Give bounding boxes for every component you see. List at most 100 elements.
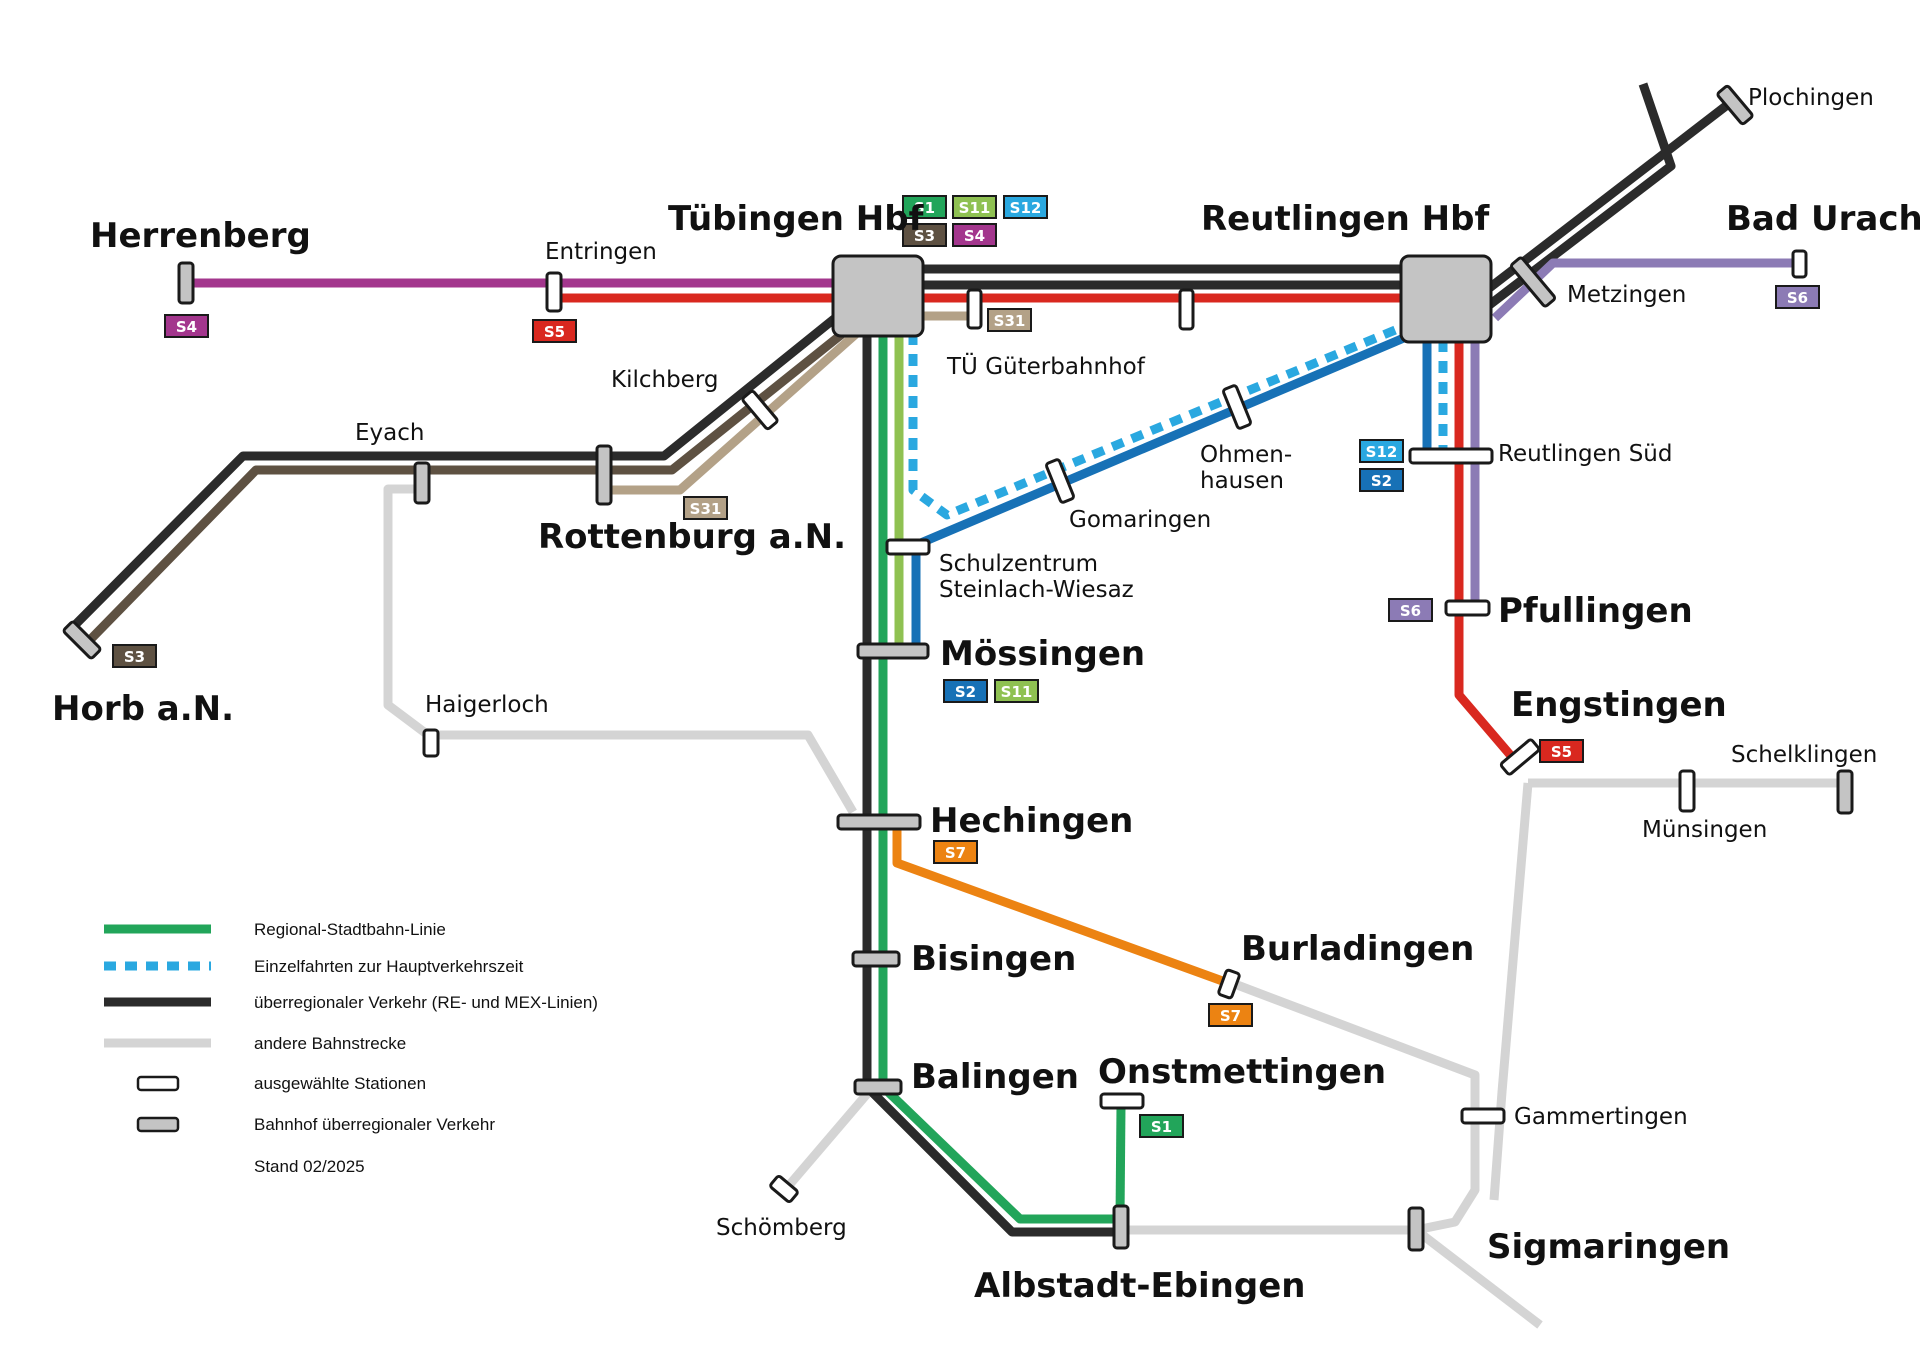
label-schulzentrum-1: Schulzentrum	[939, 551, 1098, 577]
badge-s6-pfullingen: S6	[1388, 598, 1433, 622]
line-s2-moessingen-reutlingen	[911, 327, 1420, 652]
label-kilchberg: Kilchberg	[611, 367, 719, 393]
marker-bisingen[interactable]	[851, 950, 901, 968]
svg-text:S6: S6	[1400, 602, 1421, 620]
line-s6-metzingen-bad-urach	[1491, 258, 1797, 322]
line-sigmaringen-se	[1413, 1226, 1543, 1329]
line-badges: S1 S11 S12 S3 S4 S4 S5 S31 S6 S31 S3 S12…	[112, 195, 1820, 1138]
line-eyach-haigerloch-hechingen	[383, 484, 857, 815]
marker-muensingen[interactable]	[1678, 769, 1696, 813]
line-s5-reutlingen-engstingen	[1454, 340, 1516, 760]
line-reutlingen-plochingen-1	[1485, 95, 1738, 293]
marker-engstingen[interactable]	[1499, 738, 1541, 776]
badge-s5-engstingen: S5	[1539, 739, 1584, 763]
svg-text:S5: S5	[1551, 743, 1572, 761]
label-plochingen: Plochingen	[1748, 85, 1874, 111]
marker-tue-gueterbahnhof[interactable]	[966, 288, 983, 330]
marker-sigmaringen[interactable]	[1407, 1206, 1425, 1252]
label-hechingen: Hechingen	[930, 801, 1133, 841]
marker-moessingen[interactable]	[856, 642, 930, 660]
marker-schelklingen[interactable]	[1836, 769, 1854, 815]
line-s1-onstmettingen	[1115, 1105, 1126, 1220]
label-rottenburg: Rottenburg a.N.	[538, 517, 846, 557]
marker-entringen[interactable]	[545, 271, 563, 313]
label-schulzentrum-2: Steinlach-Wiesaz	[939, 577, 1134, 603]
marker-gammertingen[interactable]	[1460, 1107, 1506, 1125]
marker-haigerloch[interactable]	[422, 728, 440, 758]
station-hub-reutlingen[interactable]	[1399, 254, 1493, 344]
label-ohmenhausen-1: Ohmen-	[1200, 442, 1292, 468]
marker-ohmenhausen[interactable]	[1222, 384, 1252, 430]
badge-s6-bad-urach: S6	[1775, 285, 1820, 309]
marker-bad-urach[interactable]	[1791, 249, 1808, 279]
marker-plochingen[interactable]	[1716, 84, 1754, 126]
legend: Regional-Stadtbahn-Linie Einzelfahrten z…	[104, 920, 598, 1176]
label-balingen: Balingen	[911, 1057, 1079, 1097]
marker-balingen[interactable]	[853, 1078, 903, 1096]
marker-metzingen[interactable]	[1510, 256, 1556, 308]
marker-tuebingen-reutlingen-mid[interactable]	[1178, 288, 1195, 331]
line-s1-tuebingen-albstadt	[878, 335, 1120, 1224]
line-engstingen-gammertingen	[1489, 782, 1533, 1201]
legend-label-station: ausgewählte Stationen	[254, 1074, 426, 1093]
label-albstadt: Albstadt-Ebingen	[974, 1266, 1305, 1306]
label-tue-gueterbahnhof: TÜ Güterbahnhof	[946, 352, 1146, 380]
marker-rottenburg[interactable]	[595, 444, 613, 506]
label-horb: Horb a.N.	[52, 689, 234, 729]
line-rottenburg-tuebingen-s31	[605, 313, 878, 495]
badge-s7-burladingen: S7	[1208, 1003, 1253, 1027]
label-bad-urach: Bad Urach	[1726, 199, 1920, 239]
svg-text:S11: S11	[959, 199, 991, 217]
legend-label-hub: Bahnhof überregionaler Verkehr	[254, 1115, 495, 1134]
marker-horb[interactable]	[62, 620, 102, 660]
marker-schulzentrum[interactable]	[885, 538, 931, 556]
svg-text:S2: S2	[1371, 472, 1392, 490]
svg-text:S5: S5	[544, 323, 565, 341]
badge-s5-entringen: S5	[532, 319, 577, 343]
label-reutlingen-sued: Reutlingen Süd	[1498, 441, 1672, 467]
svg-text:S31: S31	[994, 312, 1026, 330]
svg-text:S7: S7	[1220, 1007, 1241, 1025]
badge-s7-hechingen: S7	[933, 840, 978, 864]
legend-label-other: andere Bahnstrecke	[254, 1034, 406, 1053]
marker-pfullingen[interactable]	[1444, 599, 1491, 617]
label-engstingen: Engstingen	[1511, 685, 1727, 725]
marker-albstadt[interactable]	[1112, 1204, 1130, 1250]
svg-text:S11: S11	[1001, 683, 1033, 701]
label-pfullingen: Pfullingen	[1498, 591, 1693, 631]
line-balingen-schoemberg	[781, 1084, 877, 1193]
label-bisingen: Bisingen	[911, 939, 1076, 979]
svg-text:S12: S12	[1366, 443, 1398, 461]
marker-eyach[interactable]	[413, 461, 431, 505]
svg-text:S1: S1	[1151, 1118, 1172, 1136]
marker-herrenberg[interactable]	[177, 261, 195, 305]
legend-swatch-hub	[136, 1116, 180, 1133]
badge-s31-gueterbahnhof: S31	[987, 308, 1032, 332]
badge-s1-onstmettingen: S1	[1139, 1114, 1184, 1138]
badge-s2-reutlingen-sued: S2	[1359, 468, 1404, 492]
svg-text:S3: S3	[124, 648, 145, 666]
badge-s2-moessingen: S2	[943, 679, 988, 703]
marker-hechingen[interactable]	[836, 813, 922, 831]
label-metzingen: Metzingen	[1567, 282, 1686, 308]
station-hub-tuebingen[interactable]	[831, 254, 925, 338]
marker-reutlingen-sued[interactable]	[1408, 447, 1494, 465]
label-tuebingen: Tübingen Hbf	[668, 199, 925, 239]
badge-s11-moessingen: S11	[994, 679, 1039, 703]
label-gammertingen: Gammertingen	[1514, 1104, 1688, 1130]
svg-text:S31: S31	[690, 500, 722, 518]
badge-s4-herrenberg: S4	[164, 314, 209, 338]
badge-s31-rottenburg: S31	[683, 496, 728, 520]
marker-burladingen[interactable]	[1217, 968, 1241, 1000]
marker-onstmettingen[interactable]	[1099, 1092, 1145, 1110]
label-schelklingen: Schelklingen	[1731, 742, 1877, 768]
legend-label-national: überregionaler Verkehr (RE- und MEX-Lini…	[254, 993, 598, 1012]
svg-text:S3: S3	[914, 227, 935, 245]
label-sigmaringen: Sigmaringen	[1487, 1227, 1730, 1267]
line-horb-tuebingen	[68, 286, 873, 632]
legend-label-express: Einzelfahrten zur Hauptverkehrszeit	[254, 957, 524, 976]
line-s12-dotted-1	[908, 321, 1407, 520]
marker-kilchberg[interactable]	[741, 389, 779, 431]
marker-gomaringen[interactable]	[1045, 458, 1075, 504]
marker-schoemberg[interactable]	[769, 1175, 799, 1203]
